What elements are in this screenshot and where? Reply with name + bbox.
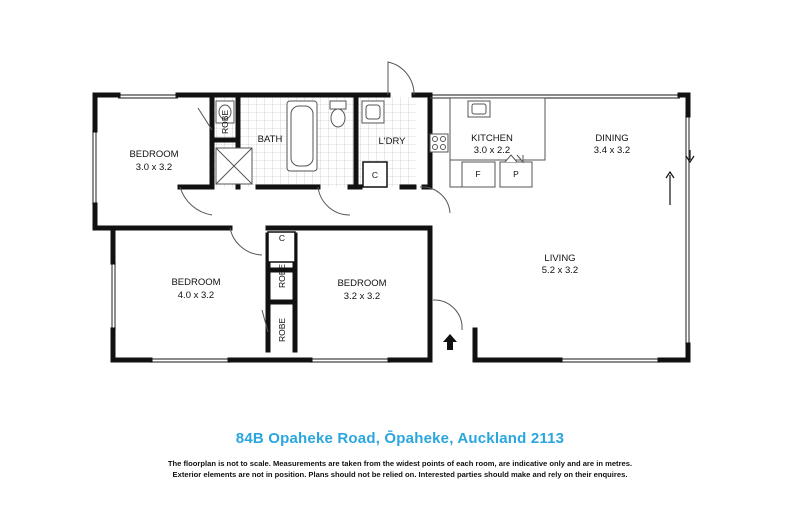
room-bedroom3-name: BEDROOM [337,278,386,289]
doors [179,61,463,333]
slider-arrow-icon [665,170,675,205]
cupboards [267,161,388,263]
fridge-label: F [475,169,480,179]
room-laundry-name: L'DRY [379,136,407,147]
room-bedroom1-name: BEDROOM [129,149,178,160]
bath-fixtures [215,100,385,185]
room-bath-name: BATH [258,134,283,145]
cupboard-label: C [279,233,285,243]
robe-label: ROBE [277,264,287,288]
pantry-label: P [513,169,519,179]
room-dining-name: DINING [595,133,628,144]
robe-label: ROBE [277,318,287,342]
room-bedroom1-size: 3.0 x 3.2 [136,162,172,173]
robe-label: ROBE [220,110,230,134]
room-dining-size: 3.4 x 3.2 [594,145,630,156]
room-living-size: 5.2 x 3.2 [542,265,578,276]
entry-arrow-icon [443,334,457,350]
disclaimer-line-2: Exterior elements are not in position. P… [172,470,628,479]
property-address: 84B Opaheke Road, Ōpaheke, Auckland 2113 [235,430,565,447]
room-kitchen-name: KITCHEN [471,133,513,144]
cupboard-label: C [372,170,378,180]
room-bedroom2-size: 4.0 x 3.2 [178,290,214,301]
room-living-name: LIVING [544,253,575,264]
disclaimer-line-1: The floorplan is not to scale. Measureme… [167,459,633,468]
room-bedroom2-name: BEDROOM [171,277,220,288]
room-bedroom3-size: 3.2 x 3.2 [344,291,380,302]
walls [92,92,691,363]
room-kitchen-size: 3.0 x 2.2 [474,145,510,156]
kitchen-fixtures [429,97,546,188]
slider-arrow-icon [685,150,695,164]
